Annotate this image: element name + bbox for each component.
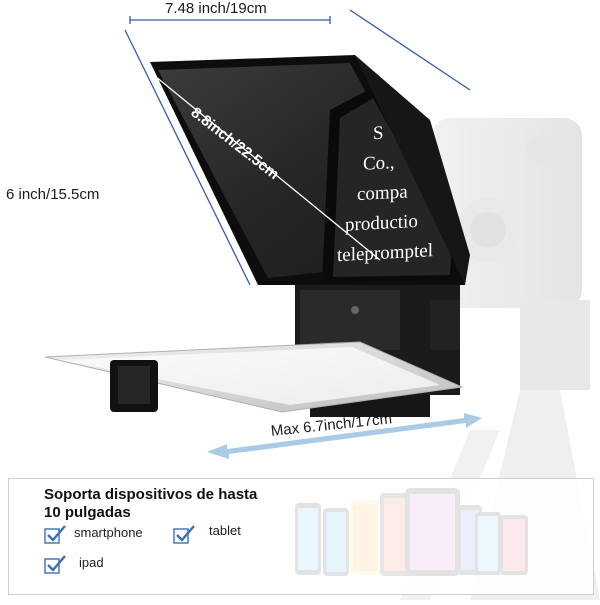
side-height-label: 6 inch/15.5cm bbox=[6, 186, 100, 203]
feature-tablet: tablet bbox=[209, 523, 241, 538]
dimension-lines bbox=[124, 9, 471, 286]
features-title: Soporta dispositivos de hasta 10 pulgada… bbox=[44, 486, 258, 521]
screen-line-5: telepromptel bbox=[337, 240, 434, 267]
width-arrow bbox=[207, 413, 482, 459]
feature-ipad: ipad bbox=[79, 555, 104, 570]
tablet-device bbox=[44, 341, 464, 413]
diagonal-line bbox=[149, 71, 381, 261]
top-width-label: 7.48 inch/19cm bbox=[165, 0, 267, 17]
features-panel: Soporta dispositivos de hasta 10 pulgada… bbox=[8, 478, 594, 595]
teleprompter-screen-text: S Co., compa productio telepromptel bbox=[337, 115, 457, 281]
checkbox-icon bbox=[173, 525, 195, 544]
checkbox-icon bbox=[44, 525, 66, 544]
feature-smartphone: smartphone bbox=[74, 525, 143, 540]
checkbox-icon bbox=[44, 555, 66, 574]
teleprompter-hood bbox=[150, 55, 470, 285]
